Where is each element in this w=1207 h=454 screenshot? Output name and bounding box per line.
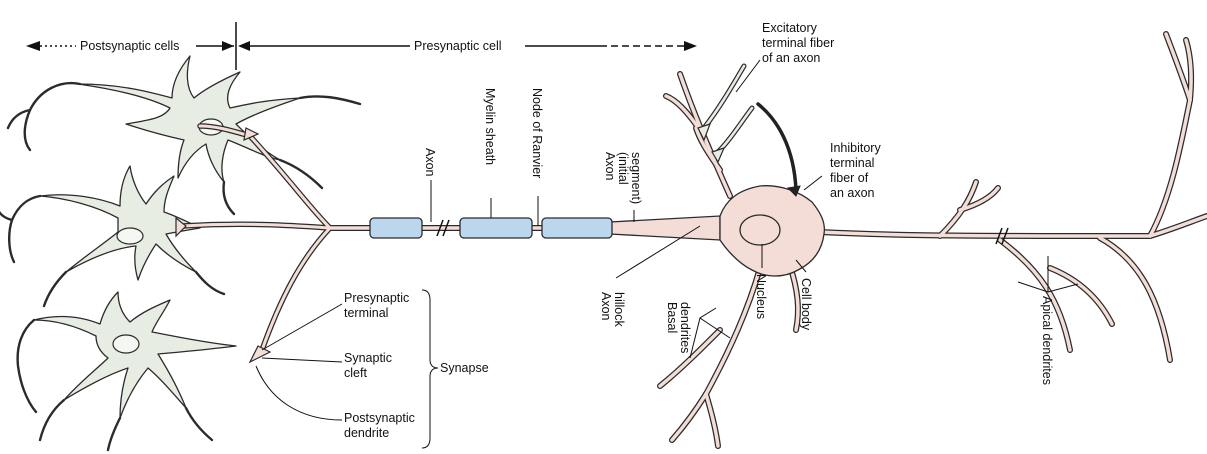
label-synaptic-cleft-2: cleft — [344, 366, 367, 380]
myelin-sheath-1 — [370, 218, 422, 238]
leader-postsynaptic-dendrite — [256, 366, 342, 420]
label-myelin-sheath: Myelin sheath — [483, 88, 497, 165]
label-excitatory-1: Excitatory — [762, 21, 818, 35]
axon-collaterals-fill — [182, 126, 330, 350]
leader-presynaptic-terminal — [262, 304, 342, 350]
label-synaptic-cleft-1: Synaptic — [344, 351, 392, 365]
label-axon-hillock-2: hillock — [612, 292, 626, 327]
header-presynaptic-cell: Presynaptic cell — [414, 39, 502, 53]
axon-collaterals — [182, 126, 330, 350]
label-nucleus: Nucleus — [754, 274, 768, 319]
label-presynaptic-terminal-1: Presynaptic — [344, 291, 409, 305]
label-axon: Axon — [423, 148, 437, 177]
postsynaptic-cells — [34, 56, 300, 418]
myelin-sheaths — [370, 218, 612, 238]
arrowhead-right-postsynaptic — [222, 41, 234, 51]
presynaptic-terminal-synapse — [250, 346, 270, 362]
label-basal-dendrites-2: dendrites — [678, 302, 692, 353]
leader-inhibitory — [804, 176, 822, 190]
label-apical-dendrites: Apical dendrites — [1040, 296, 1054, 385]
myelin-sheath-3 — [542, 218, 612, 238]
synapse-bracket — [422, 290, 438, 448]
header-postsynaptic-cells: Postsynaptic cells — [80, 39, 179, 53]
arrowhead-left-postsynaptic — [26, 41, 40, 51]
label-excitatory-3: of an axon — [762, 51, 820, 65]
label-inhibitory-3: fiber of — [830, 171, 869, 185]
postsynaptic-nuclei — [113, 119, 223, 353]
label-cell-body: Cell body — [799, 278, 813, 331]
label-inhibitory-1: Inhibitory — [830, 141, 881, 155]
label-axon-initial-3: segment) — [629, 152, 643, 204]
label-node-of-ranvier: Node of Ranvier — [530, 88, 544, 178]
presynaptic-terminals — [176, 128, 270, 362]
leader-lines — [256, 60, 1078, 448]
label-excitatory-2: terminal fiber — [762, 36, 834, 50]
label-synapse: Synapse — [440, 361, 489, 375]
label-postsynaptic-dendrite-1: Postsynaptic — [344, 411, 415, 425]
nucleus — [740, 215, 780, 245]
arrowhead-right-presynaptic — [684, 41, 697, 51]
label-basal-dendrites-1: Basal — [665, 302, 679, 333]
excitatory-terminal-fibers-fill — [704, 66, 752, 152]
myelin-sheath-2 — [460, 218, 532, 238]
label-inhibitory-2: terminal — [830, 156, 874, 170]
label-presynaptic-terminal-2: terminal — [344, 306, 388, 320]
leader-synaptic-cleft — [262, 358, 342, 362]
arrowhead-left-presynaptic — [238, 41, 250, 51]
label-inhibitory-4: an axon — [830, 186, 875, 200]
postsynaptic-cell-top — [78, 56, 300, 182]
label-postsynaptic-dendrite-2: dendrite — [344, 426, 389, 440]
label-axon-hillock-1: Axon — [599, 292, 613, 321]
label-axon-initial-1: Axon — [603, 152, 617, 181]
inhibitory-terminal-fiber — [758, 104, 796, 190]
label-axon-initial-2: (initial — [616, 152, 630, 185]
